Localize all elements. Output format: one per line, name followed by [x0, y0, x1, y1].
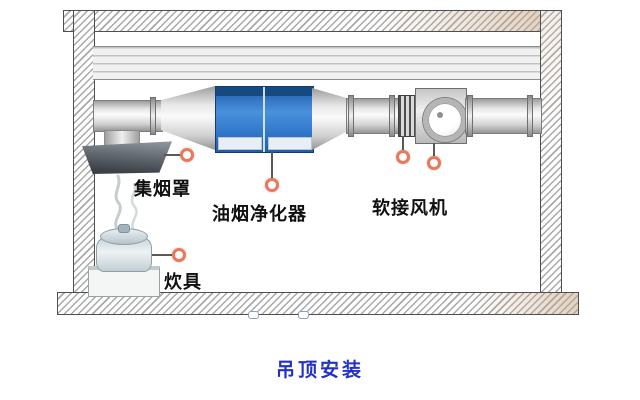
duct-flange — [389, 95, 395, 137]
wall-top — [63, 10, 562, 32]
label-fan: 软接风机 — [372, 198, 448, 218]
cooker-lid-knob — [118, 224, 130, 233]
purifier-tray-right — [268, 137, 312, 150]
callout-line-purifier — [271, 152, 273, 178]
purifier-module-divider — [263, 87, 265, 152]
duct-reducer-right — [312, 88, 346, 150]
wall-bottom — [57, 292, 579, 315]
callout-marker-cooker — [172, 248, 186, 262]
duct-reducer-left — [161, 86, 215, 150]
duct-flange — [467, 95, 473, 137]
fan-hub-icon — [437, 112, 443, 118]
callout-line-cooker — [152, 254, 172, 256]
purifier-handle-right — [298, 311, 309, 319]
fan-impeller-icon — [423, 98, 467, 142]
callout-marker-hood — [180, 148, 194, 162]
duct-flange — [348, 95, 354, 137]
wall-right — [540, 10, 562, 294]
purifier-handle-left — [248, 311, 259, 319]
duct-flange — [527, 95, 533, 137]
callout-line-joint — [402, 136, 404, 150]
smoke-hood — [82, 141, 172, 174]
callout-line-fan — [433, 143, 435, 156]
label-purifier: 油烟净化器 — [212, 204, 307, 224]
label-hood: 集烟罩 — [134, 179, 191, 199]
purifier-tray-left — [218, 137, 262, 150]
oil-fume-purifier — [215, 86, 314, 319]
suspended-ceiling — [93, 46, 540, 80]
callout-marker-purifier — [265, 178, 279, 192]
callout-marker-fan — [427, 156, 441, 170]
callout-marker-joint — [396, 150, 410, 164]
label-cooker: 炊具 — [164, 272, 202, 292]
duct-flange — [150, 97, 156, 135]
callout-line-hood — [164, 154, 180, 156]
diagram-title: 吊顶安装 — [275, 360, 364, 381]
steam-icon — [114, 174, 138, 232]
